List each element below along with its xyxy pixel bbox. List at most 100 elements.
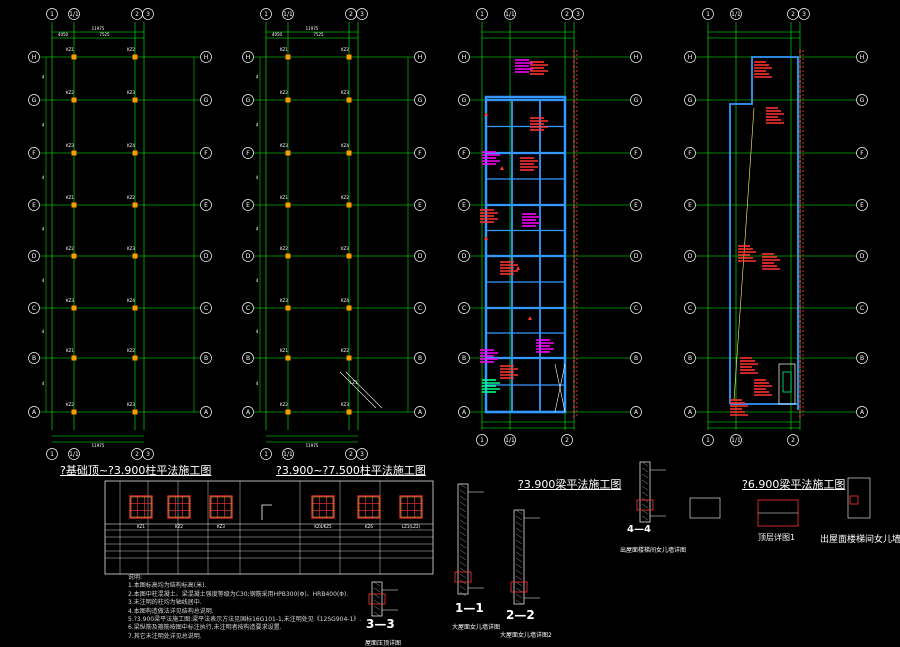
grid-letter-H-right-label: H [634, 54, 639, 61]
grid-letter-F-right-label: F [860, 150, 864, 157]
hatch-line [641, 479, 649, 485]
beam-section [454, 571, 472, 583]
column-marker [71, 355, 77, 361]
grid-letter-E-right-bubble [856, 199, 868, 211]
hatch-line [641, 467, 649, 473]
grid-number-1-1-label: 1/1 [731, 11, 741, 18]
grid-letter-H-bubble [28, 51, 40, 63]
beam-outline [729, 56, 799, 410]
stair-line [345, 371, 383, 409]
grid-letter-C-right-label: C [634, 305, 638, 312]
dimension-text: 11975 [92, 443, 105, 448]
column-marker [132, 150, 138, 156]
hatch-line [459, 507, 467, 513]
wall-outline [371, 581, 383, 617]
column-tag: KZ2 [341, 47, 349, 52]
grid-letter-G-bubble [242, 94, 254, 106]
hatch-line [515, 527, 523, 533]
grid-letter-B-right-label: B [204, 355, 208, 362]
hatch-line [515, 563, 523, 569]
grid-letter-C-right-label: C [204, 305, 208, 312]
column-tag: KZ2 [280, 246, 288, 251]
grid-letter-E-bubble [28, 199, 40, 211]
grid-letter-H-bubble [684, 51, 696, 63]
grid-number-1-1-label: 1/1 [69, 11, 79, 18]
grid-letter-D-label: D [688, 253, 693, 260]
grid-number-2-bottom-label: 2 [565, 437, 569, 444]
grid-letter-C-right-bubble [630, 302, 642, 314]
grid-number-1-bottom-bubble [260, 448, 272, 460]
grid-letter-G-label: G [688, 97, 693, 104]
stair-detail-plan2: LZ1 [339, 371, 383, 409]
hatch-line [373, 605, 381, 611]
hatch-line [515, 587, 523, 593]
grid-letter-B-bubble [28, 352, 40, 364]
beam-section [510, 581, 528, 593]
hatch-line [459, 555, 467, 561]
column-section [399, 495, 423, 519]
grid-number-1-1-label: 1/1 [505, 11, 515, 18]
stirrup [130, 496, 152, 518]
grid-number-2-bottom-label: 2 [791, 437, 795, 444]
grid-number-2-label: 2 [791, 11, 795, 18]
column-schedule-label: LZ1(LZ2) [402, 524, 421, 529]
column-marker [71, 305, 77, 311]
hatch-line [459, 531, 467, 537]
hatch-line [515, 593, 523, 599]
column-tag: KZ4 [341, 298, 349, 303]
note-line: 5.?3.900梁平法施工图:梁平法表示方法见国标16G101-1,未注明处见《… [128, 616, 362, 624]
column-tag: KZ3 [66, 298, 74, 303]
grid-letter-A-right-label: A [634, 409, 639, 416]
beam-section [636, 499, 654, 511]
grid-number-1-label: 1 [480, 11, 484, 18]
stair-room [778, 363, 796, 405]
section-caption-3-3: 屋面压顶详图 [365, 640, 402, 647]
grid-letter-H-right-label: H [418, 54, 423, 61]
beam-outline [484, 95, 567, 414]
column-marker [346, 253, 352, 259]
grid-letter-G-right-label: G [860, 97, 865, 104]
hatch-line [459, 567, 467, 573]
grid-number-3-bubble [142, 8, 154, 20]
note-line: 1.本图标高均为结构标高(米). [128, 582, 207, 590]
column-section [357, 495, 381, 519]
grid-letter-G-label: G [462, 97, 467, 104]
grid-letter-B-bubble [684, 352, 696, 364]
dimension-text: 4 [42, 123, 45, 128]
hatch-line [373, 611, 381, 617]
grid-letter-B-label: B [462, 355, 466, 362]
grid-letter-G-right-bubble [200, 94, 212, 106]
column-tag: KZ3 [280, 298, 288, 303]
dimension-text: 11975 [306, 443, 319, 448]
grid-letter-D-bubble [28, 250, 40, 262]
grid-letter-A-right-label: A [418, 409, 423, 416]
grid-letter-H-right-bubble [856, 51, 868, 63]
section-label-2-2: 2—2 [506, 608, 535, 622]
hatch-line [459, 585, 467, 591]
grid-letter-B-right-bubble [414, 352, 426, 364]
dimension-text: 11975 [92, 26, 105, 31]
column-marker [132, 409, 138, 415]
grid-letter-C-label: C [32, 305, 36, 312]
column-tag: KZ3 [341, 246, 349, 251]
detail-room-title: 顶层详图1 [758, 533, 796, 542]
grid-letter-H-bubble [458, 51, 470, 63]
grid-letter-G-right-bubble [856, 94, 868, 106]
column-tag: KZ2 [66, 402, 74, 407]
stair-opening [782, 371, 792, 393]
grid-letter-F-right-label: F [204, 150, 208, 157]
note-line: 4.本图构造做法详见结构总说明. [128, 607, 214, 615]
grid-number-3-bottom-label: 3 [360, 451, 364, 458]
column-tag: KZ3 [66, 143, 74, 148]
note-line: 说明: [128, 574, 143, 581]
note-line: 3.未注明的柱均为轴线居中. [128, 599, 202, 607]
hatch-line [641, 509, 649, 515]
hatch-line [515, 515, 523, 521]
grid-letter-F-label: F [32, 150, 36, 157]
column-marker [132, 355, 138, 361]
parapet-detail-box [847, 477, 871, 519]
stirrup [358, 496, 380, 518]
grid-letter-B-right-label: B [418, 355, 422, 362]
grid-number-1-bottom-bubble [476, 434, 488, 446]
